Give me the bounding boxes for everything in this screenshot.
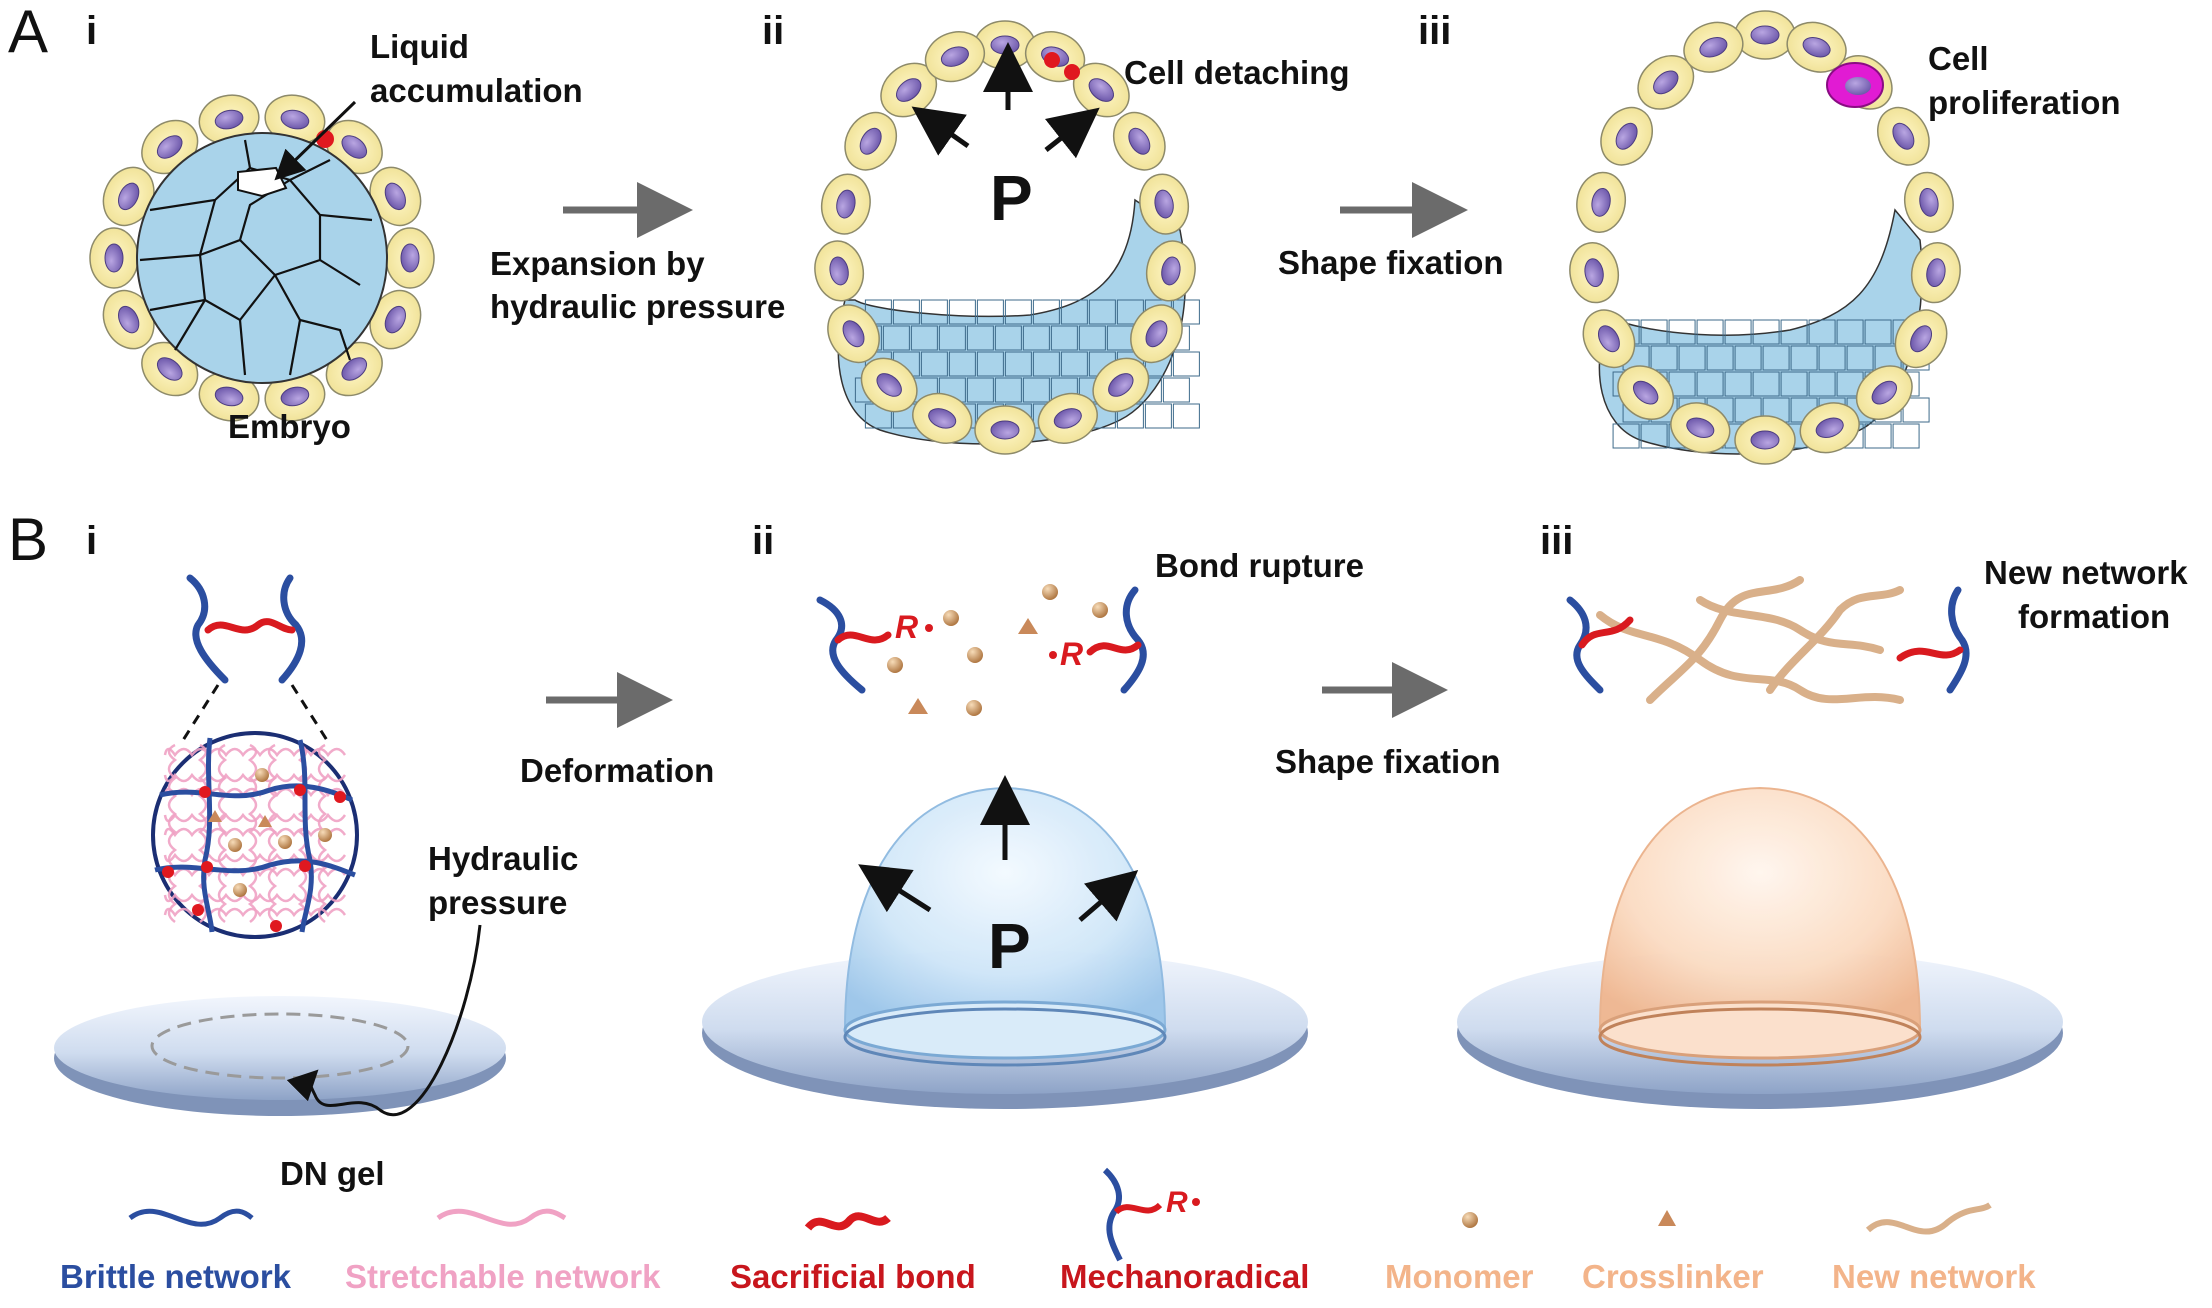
panel-a-i-label: i <box>86 9 97 53</box>
hydraulic-pressure-arrow <box>286 924 482 1117</box>
hydraulic-pressure-label-2: pressure <box>428 884 567 921</box>
legend-label-new-network: New network <box>1832 1258 2036 1295</box>
legend-label-brittle: Brittle network <box>60 1258 292 1295</box>
cell-proliferation-label-1: Cell <box>1928 40 1989 77</box>
deformation-label: Deformation <box>520 752 714 789</box>
hydraulic-pressure-label-1: Hydraulic <box>428 840 578 877</box>
inflated-gel-dome <box>702 786 1308 1109</box>
dn-gel-label: DN gel <box>280 1155 385 1192</box>
dn-gel-network-circle <box>151 731 359 939</box>
panel-b-iii-label: iii <box>1540 519 1573 563</box>
sacrificial-bond-icon <box>804 1212 891 1231</box>
crosslinker-icon <box>1658 1210 1676 1226</box>
brittle-network-icon <box>128 1208 254 1227</box>
new-network-formation-label-1: New network <box>1984 554 2188 591</box>
new-network-icon <box>1865 1202 1992 1235</box>
bond-rupture-label: Bond rupture <box>1155 547 1364 584</box>
brittle-network-zoom <box>186 574 306 684</box>
gel-disc-flat <box>54 996 506 1116</box>
fixed-gel-dome <box>1457 786 2063 1109</box>
expansion-label-1: Expansion by <box>490 245 705 282</box>
cell-detaching-label: Cell detaching <box>1124 54 1350 91</box>
legend-label-monomer: Monomer <box>1385 1258 1534 1295</box>
radical-r-right: R <box>1060 636 1083 672</box>
bond-rupture-molecules <box>816 586 1147 694</box>
legend: Brittle network Stretchable network Sacr… <box>60 1167 2036 1295</box>
radical-r-left: R <box>895 609 918 645</box>
monomer-icon <box>1462 1212 1478 1228</box>
panel-a-iii-label: iii <box>1418 9 1451 53</box>
panel-a-ii-label: ii <box>762 9 784 53</box>
liquid-arrow <box>274 100 357 181</box>
legend-label-stretchable: Stretchable network <box>345 1258 661 1295</box>
embryo-label: Embryo <box>228 408 351 445</box>
new-network-formation-label-2: formation <box>2018 598 2170 635</box>
legend-label-sacrificial: Sacrificial bond <box>730 1258 976 1295</box>
panel-a-label: A <box>8 0 48 65</box>
svg-text:R: R <box>1166 1186 1188 1219</box>
pressure-p-a: P <box>990 162 1033 234</box>
shape-fixation-label-b: Shape fixation <box>1275 743 1501 780</box>
expansion-label-2: hydraulic pressure <box>490 288 785 325</box>
panel-b-i-label: i <box>86 519 97 563</box>
liquid-accumulation-label-1: Liquid <box>370 28 469 65</box>
legend-label-mechanoradical: Mechanoradical <box>1060 1258 1309 1295</box>
mechanoradical-icon: R <box>1102 1167 1200 1262</box>
stretchable-network-icon <box>436 1208 567 1227</box>
panel-b-ii-label: ii <box>752 519 774 563</box>
panel-b-label: B <box>8 506 48 573</box>
liquid-accumulation-label-2: accumulation <box>370 72 583 109</box>
embryo-illustration <box>89 94 435 422</box>
shape-fixation-label-a: Shape fixation <box>1278 244 1504 281</box>
new-network-molecules <box>1566 576 1970 704</box>
cell-proliferation-label-2: proliferation <box>1928 84 2121 121</box>
pressure-p-b: P <box>988 910 1031 982</box>
legend-label-crosslinker: Crosslinker <box>1582 1258 1764 1295</box>
fixed-embryo-illustration <box>1569 10 1961 465</box>
